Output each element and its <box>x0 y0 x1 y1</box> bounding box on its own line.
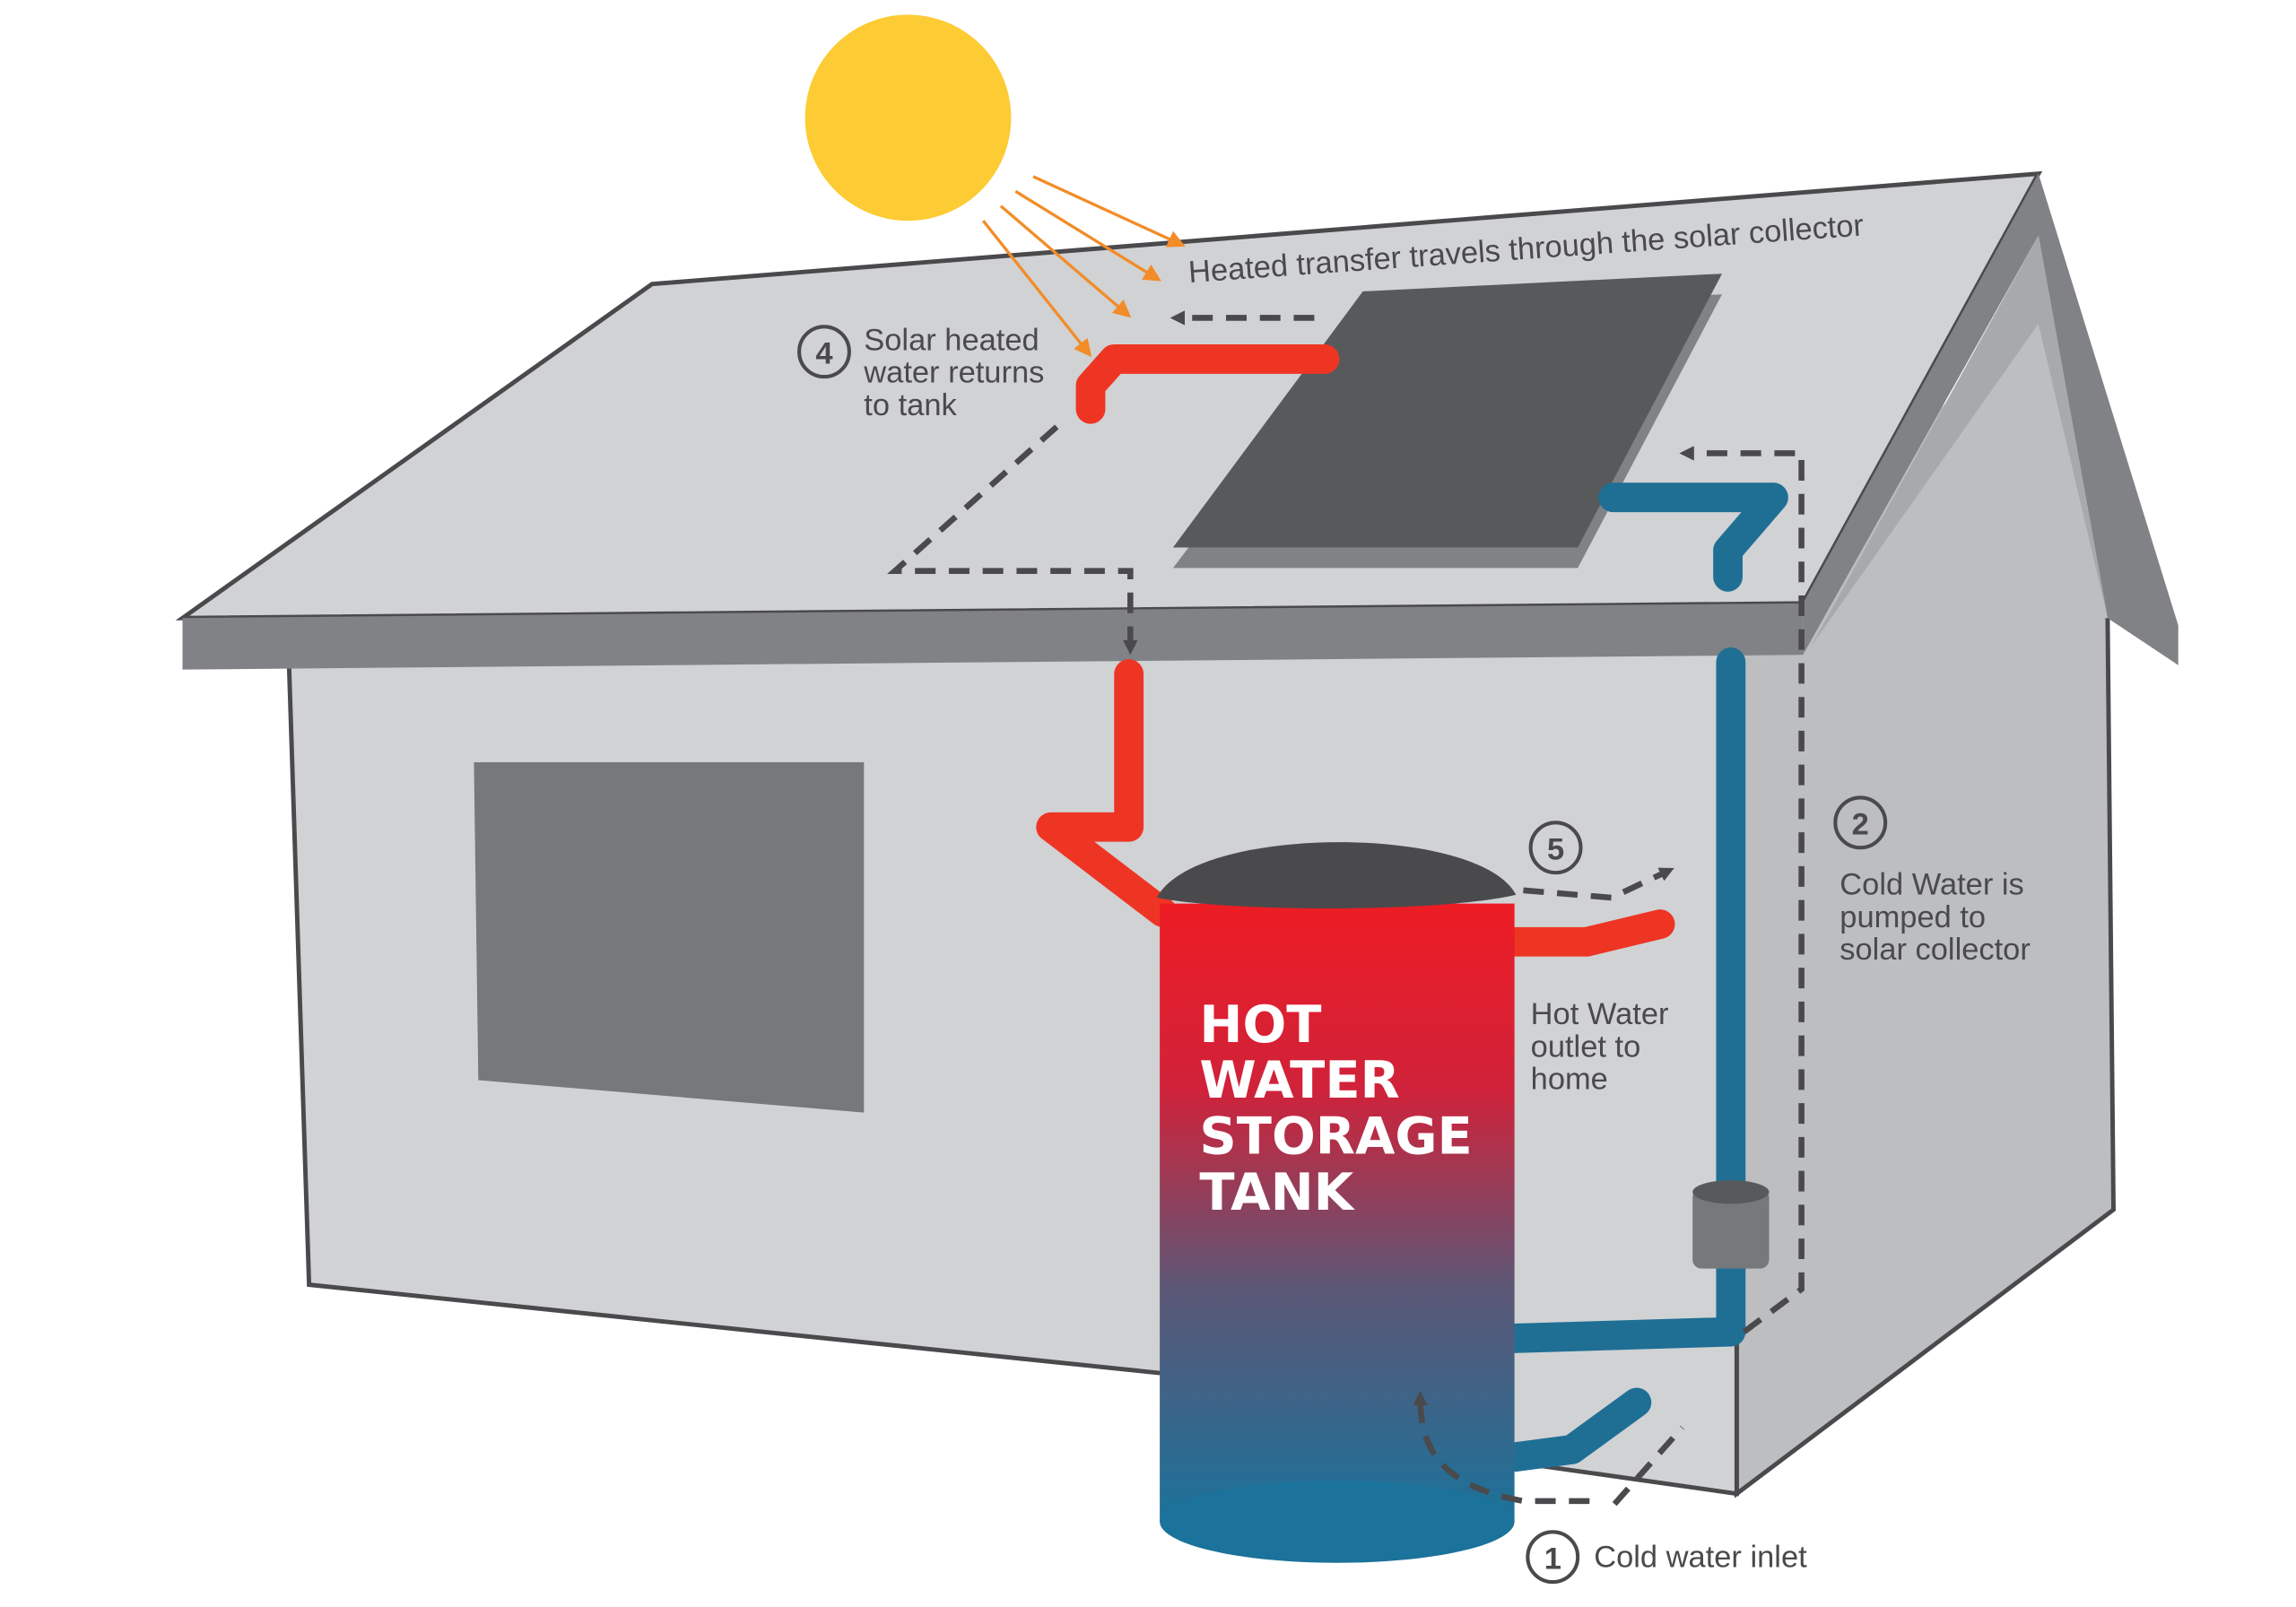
flow-paths <box>887 310 1805 1507</box>
tank-lid <box>1156 842 1517 908</box>
tank-title-line-1: HOT <box>1199 995 1321 1055</box>
sun-ray <box>1014 189 1161 282</box>
sun-ray <box>999 204 1132 318</box>
roof-front-edge <box>182 603 1804 670</box>
tank-body <box>1160 903 1515 1522</box>
sun <box>804 14 1186 358</box>
hot-down-pipe <box>1036 659 1178 927</box>
step4-line-3: to tank <box>864 388 957 422</box>
sun-ray <box>1032 175 1186 248</box>
step5-badge <box>1528 821 1583 875</box>
flow-riser-dashed <box>1679 446 1805 1334</box>
hot-pipes <box>1036 344 1675 957</box>
collector-panel <box>1172 274 1722 548</box>
step5-number: 5 <box>1547 832 1564 866</box>
hot-outlet-line-2: outlet to <box>1531 1029 1641 1064</box>
step2-line-1: Cold Water is <box>1839 868 2024 902</box>
house-window <box>474 762 865 1113</box>
sun-disc <box>804 14 1012 222</box>
step1-label: Cold water inlet <box>1594 1541 1807 1575</box>
pump-top <box>1692 1180 1770 1204</box>
tank-title-line-4: TANK <box>1199 1162 1355 1222</box>
cold-inlet-pipe <box>1500 1387 1652 1472</box>
tank-title-line-3: STORAGE <box>1199 1107 1472 1167</box>
step2-line-2: pumped to <box>1839 900 1986 934</box>
hot-return-pipe <box>1075 344 1340 424</box>
flow-tank-inlet <box>1413 1390 1590 1505</box>
step2-line-3: solar collector <box>1839 933 2031 967</box>
roof-side-edge <box>1803 173 2179 665</box>
step1-badge <box>1526 1530 1580 1585</box>
cold-pipes <box>1472 482 1788 1472</box>
step4-badge <box>797 325 851 379</box>
pump <box>1692 1188 1770 1269</box>
step4-line-2: water returns <box>863 356 1044 390</box>
solar-collector <box>1172 274 1722 569</box>
tank-bottom <box>1160 1480 1515 1563</box>
step2-number: 2 <box>1852 807 1869 841</box>
step2-badge <box>1833 795 1888 850</box>
flow-return-to-tank <box>887 424 1138 656</box>
sun-ray <box>981 220 1092 358</box>
step4-number: 4 <box>815 336 832 370</box>
step1-number: 1 <box>1544 1542 1561 1576</box>
cold-riser-pipe <box>1472 647 1746 1354</box>
hot-outlet-pipe <box>1496 909 1675 957</box>
flow-pumped-up <box>1612 1425 1685 1507</box>
hot-outlet-line-3: home <box>1531 1062 1608 1096</box>
hot-outlet-line-1: Hot Water <box>1531 997 1669 1031</box>
step4-line-1: Solar heated <box>864 324 1039 358</box>
cold-feed-pipe-roof <box>1598 482 1788 592</box>
tank-title-line-2: WATER <box>1199 1050 1399 1110</box>
storage-tank: HOT WATER STORAGE TANK <box>1156 842 1517 1563</box>
